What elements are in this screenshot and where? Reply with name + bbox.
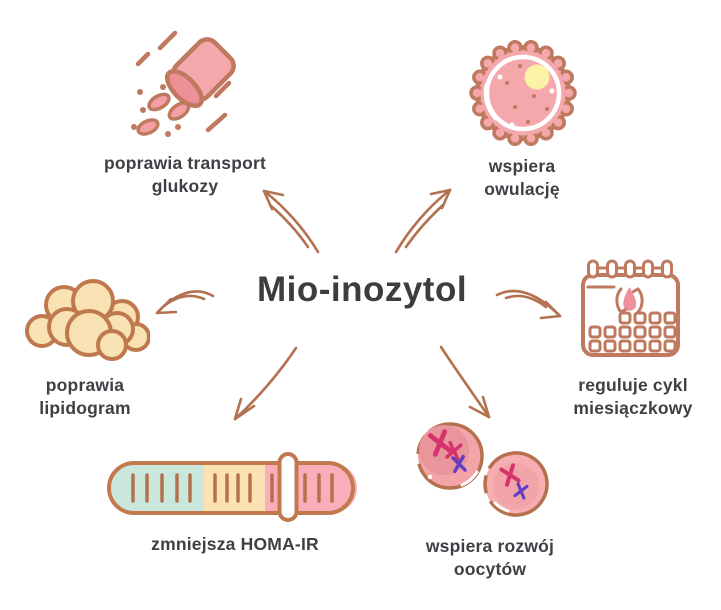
arrow-to-oocytes xyxy=(439,345,491,419)
node-label: poprawia transport glukozy xyxy=(103,153,267,197)
ovum-icon xyxy=(469,39,577,147)
calendar-icon xyxy=(581,259,680,357)
arrow-to-ovulation xyxy=(394,188,452,254)
node-homa-ir: zmniejsza HOMA-IR xyxy=(105,448,365,568)
node-label: reguluje cykl miesiączkowy xyxy=(573,375,693,419)
fat-cells-icon xyxy=(25,279,150,361)
arrow-to-cycle xyxy=(495,289,562,320)
node-label: wspiera rozwój oocytów xyxy=(425,536,555,580)
oocyte-cell-1 xyxy=(416,422,484,490)
node-label: zmniejsza HOMA-IR xyxy=(151,534,319,554)
node-menstrual-cycle: reguluje cykl miesiączkowy xyxy=(545,256,721,426)
scale-slider-icon xyxy=(107,452,357,522)
node-label: wspiera owulację xyxy=(484,156,560,200)
node-oocytes: wspiera rozwój oocytów xyxy=(400,413,580,588)
blood-drop-icon xyxy=(623,287,637,311)
oocyte-cell-2 xyxy=(483,451,549,517)
oocytes-icon xyxy=(416,422,549,517)
pill-jar-icon xyxy=(131,30,236,137)
slider-handle xyxy=(277,452,299,522)
arrow-to-lipidogram xyxy=(155,290,215,315)
node-glucose-transport: poprawia transport glukozy xyxy=(70,26,300,211)
arrow-to-glucose xyxy=(262,189,320,254)
node-label: poprawia lipidogram xyxy=(39,375,131,419)
page-title: Mio-inozytol xyxy=(256,270,468,309)
arrow-to-homa xyxy=(233,346,298,421)
node-ovulation: wspiera owulację xyxy=(427,33,617,213)
node-lipidogram: poprawia lipidogram xyxy=(0,278,170,438)
